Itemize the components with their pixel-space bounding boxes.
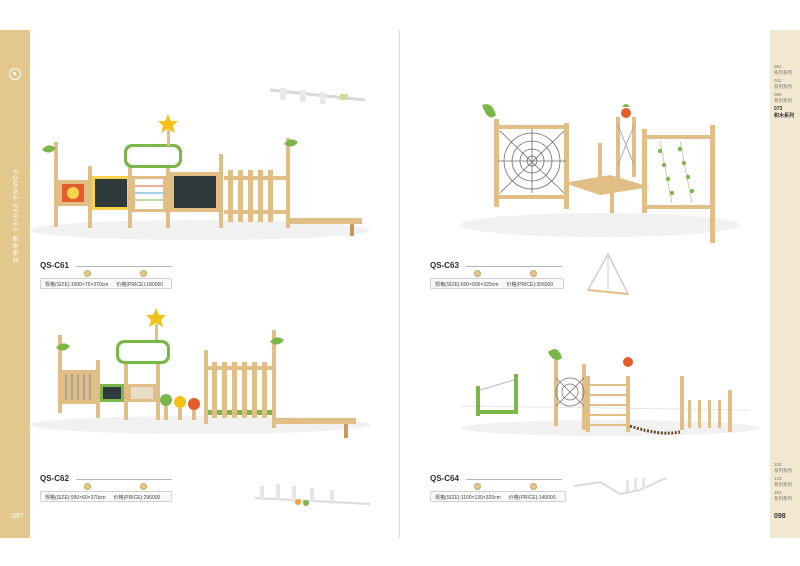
product-thumbnail-qs-c62 <box>254 484 371 506</box>
product-code: QS-C63 <box>430 261 459 270</box>
product-illustration-qs-c64 <box>459 349 760 436</box>
brand-logo-icon <box>9 68 21 80</box>
title-rule <box>466 479 562 480</box>
title-rule <box>76 266 172 267</box>
product-code: QS-C61 <box>40 261 69 270</box>
product-illustration-qs-c62 <box>30 308 370 438</box>
right-side-tab <box>770 30 800 538</box>
page-number-left: 097 <box>12 513 24 520</box>
price-icon <box>140 483 147 490</box>
size-icon <box>474 483 481 490</box>
price-icon <box>530 483 537 490</box>
product-illustration-qs-c63 <box>460 104 740 243</box>
product-thumbnail-qs-c63 <box>586 252 630 295</box>
size-icon <box>84 483 91 490</box>
page-number-right: 098 <box>774 513 786 520</box>
size-icon <box>474 270 481 277</box>
product-thumbnail-qs-c64 <box>573 477 667 496</box>
series-vertical-label: KOMINA SERIES 积木系列 <box>11 170 17 265</box>
title-rule <box>466 266 562 267</box>
price-icon <box>140 270 147 277</box>
product-code: QS-C62 <box>40 474 69 483</box>
product-code: QS-C64 <box>430 474 459 483</box>
left-side-tab: KOMINA SERIES 积木系列 <box>0 30 30 538</box>
title-rule <box>76 479 172 480</box>
price-icon <box>530 270 537 277</box>
page-gutter <box>399 30 400 538</box>
size-icon <box>84 270 91 277</box>
product-illustration-qs-c61 <box>30 88 370 240</box>
